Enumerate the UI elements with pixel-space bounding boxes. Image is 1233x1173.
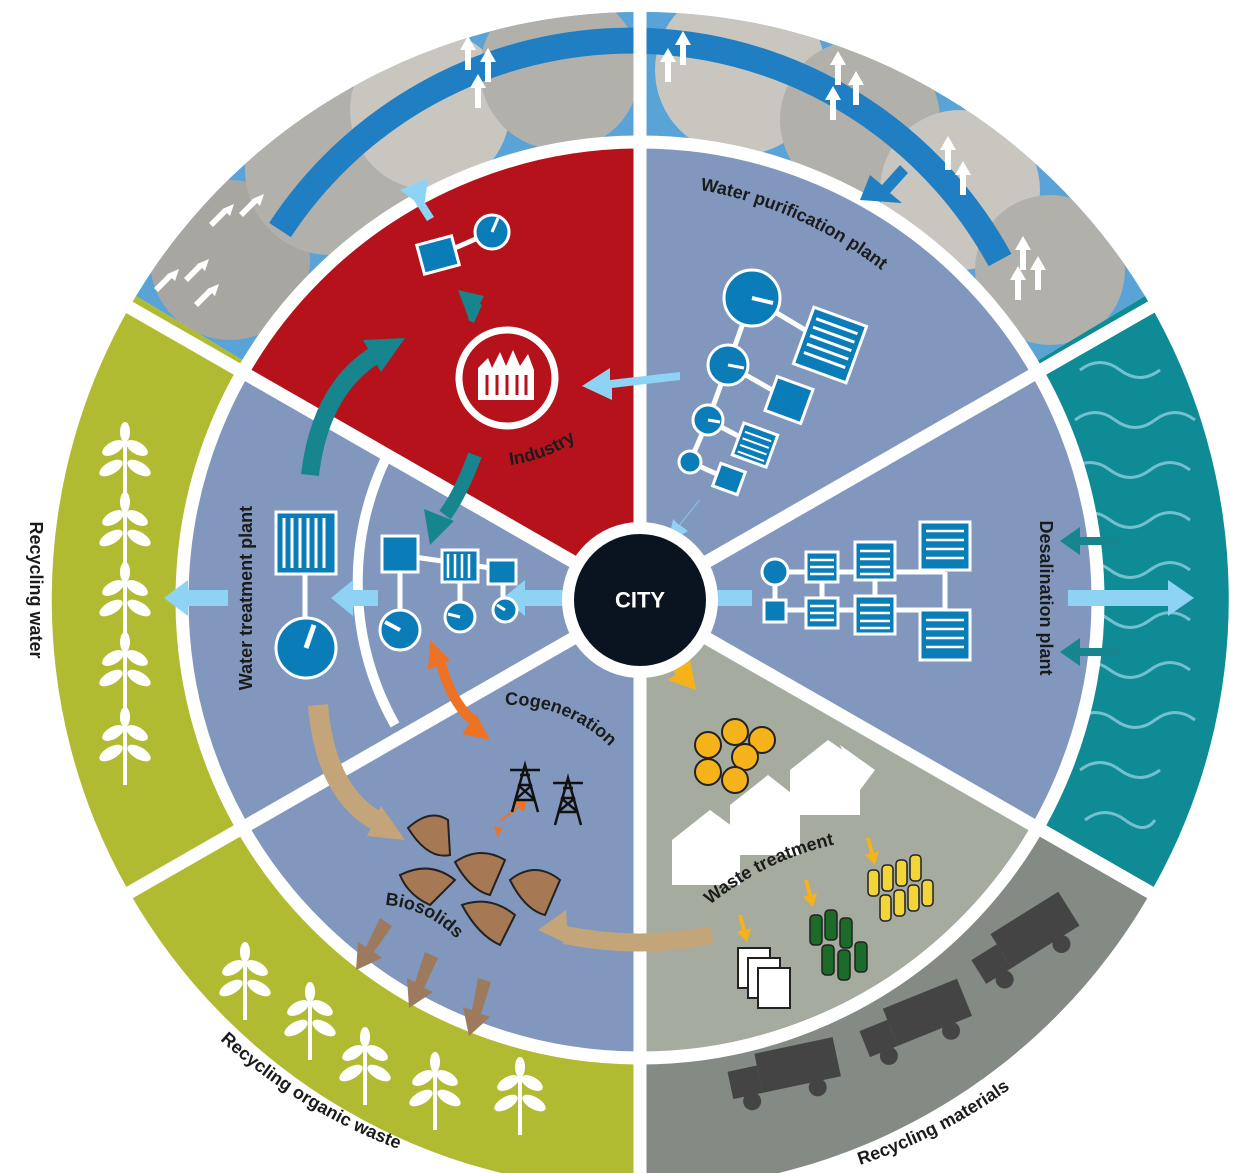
arrow-biosolids-to-organic-3	[463, 978, 491, 1036]
arrow-internal-water-treatment	[331, 580, 378, 616]
industry-output-plant	[414, 213, 511, 276]
industry-sector	[247, 145, 640, 600]
arrow-waste-to-biosolids	[563, 926, 714, 952]
water-treatment-big-filter	[274, 510, 338, 576]
arrow-biosolids-to-organic-2	[407, 952, 438, 1008]
water-treatment-label: Water treatment plant	[236, 506, 256, 690]
arrow-sea-intake-bottom	[1060, 638, 1120, 666]
arrow-cogen-biosolids-small	[494, 798, 526, 838]
arrow-purification-to-industry	[582, 368, 680, 400]
rain-arrow	[860, 165, 908, 203]
truck-icons	[727, 891, 1080, 1111]
arrow-sea-intake-top	[1060, 527, 1120, 555]
biosolids-piles	[398, 814, 562, 947]
water-treatment-sector	[185, 374, 640, 826]
desalination-label: Desalination plant	[1036, 520, 1056, 675]
arrow-biosolids-to-organic-1	[356, 918, 392, 970]
industry-up-arrow-teal	[458, 290, 484, 323]
arrow-water-treatment-to-biosolids	[308, 704, 381, 829]
arrow-desalination-to-sea	[1068, 580, 1194, 616]
industry-factory-icon	[455, 326, 559, 430]
arrow-city-to-water-treatment	[503, 580, 585, 616]
evaporation-arrows	[154, 31, 1046, 307]
city-node: CITY	[562, 522, 718, 678]
city-label: CITY	[615, 588, 665, 613]
arrow-cogeneration-exchange	[435, 658, 476, 724]
clouds	[150, 11, 1125, 345]
arrow-water-treatment-to-industry	[301, 347, 381, 477]
water-purification-equipment	[677, 268, 869, 497]
recycling-water-label: Recycling water	[26, 521, 46, 658]
water-treatment-equipment	[274, 510, 519, 680]
desal-filter	[804, 520, 972, 662]
arrow-to-recycling-water	[164, 580, 228, 616]
arrow-industry-to-water-treatment	[439, 452, 482, 520]
waste-bags	[694, 718, 776, 794]
industry-vapor-arrow	[400, 178, 434, 221]
plant-icons	[96, 422, 549, 1135]
houses	[672, 740, 875, 885]
desalination-equipment	[760, 520, 972, 662]
recycling-materials-items	[737, 838, 934, 1009]
power-pylon-icons	[510, 760, 583, 826]
